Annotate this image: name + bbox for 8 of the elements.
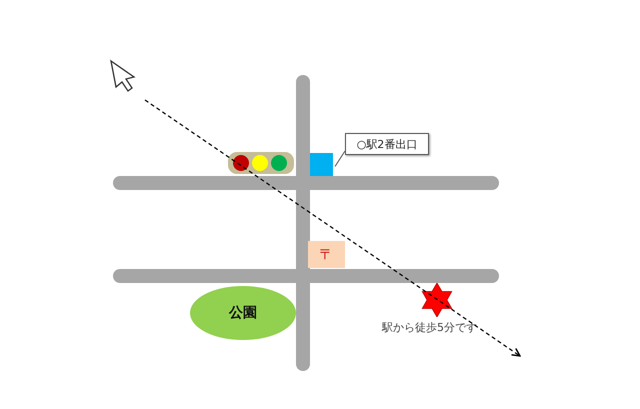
callout-label xyxy=(345,133,429,155)
walking-time-caption: 駅から徒歩5分です xyxy=(382,320,477,335)
node-label: ○駅2番出口 xyxy=(356,136,418,152)
node-label: 〒 xyxy=(320,246,334,264)
post-office-box xyxy=(308,241,345,268)
node-label: 公園 xyxy=(229,304,257,322)
station-exit-square xyxy=(310,153,333,176)
destination-star xyxy=(420,283,454,317)
